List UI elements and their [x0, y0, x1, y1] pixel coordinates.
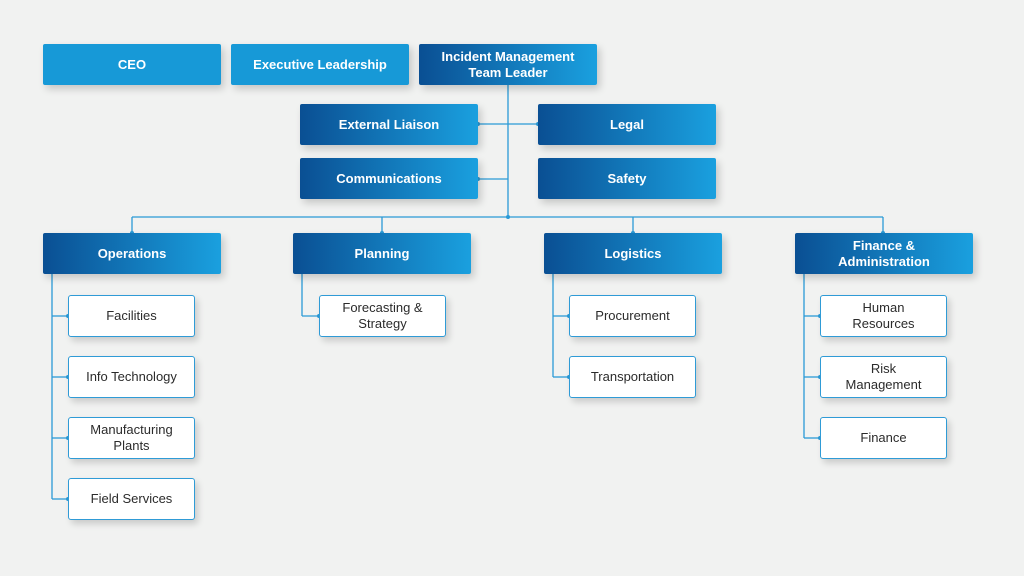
communications-box: Communications	[300, 158, 478, 199]
unit-risk-management-box: Risk Management	[820, 356, 947, 398]
ceo-box: CEO	[43, 44, 221, 85]
unit-finance-box: Finance	[820, 417, 947, 459]
external-liaison-box: External Liaison	[300, 104, 478, 145]
unit-facilities-box: Facilities	[68, 295, 195, 337]
unit-info-technology-box: Info Technology	[68, 356, 195, 398]
unit-human-resources-box: Human Resources	[820, 295, 947, 337]
section-logistics-box: Logistics	[544, 233, 722, 274]
section-planning-box: Planning	[293, 233, 471, 274]
unit-forecasting-strategy-box: Forecasting & Strategy	[319, 295, 446, 337]
unit-manufacturing-plants-box: Manufacturing Plants	[68, 417, 195, 459]
unit-field-services-box: Field Services	[68, 478, 195, 520]
safety-box: Safety	[538, 158, 716, 199]
executive-leadership-box: Executive Leadership	[231, 44, 409, 85]
legal-box: Legal	[538, 104, 716, 145]
section-operations-box: Operations	[43, 233, 221, 274]
section-finance-administration-box: Finance & Administration	[795, 233, 973, 274]
unit-procurement-box: Procurement	[569, 295, 696, 337]
unit-transportation-box: Transportation	[569, 356, 696, 398]
incident-management-team-leader-box: Incident Management Team Leader	[419, 44, 597, 85]
